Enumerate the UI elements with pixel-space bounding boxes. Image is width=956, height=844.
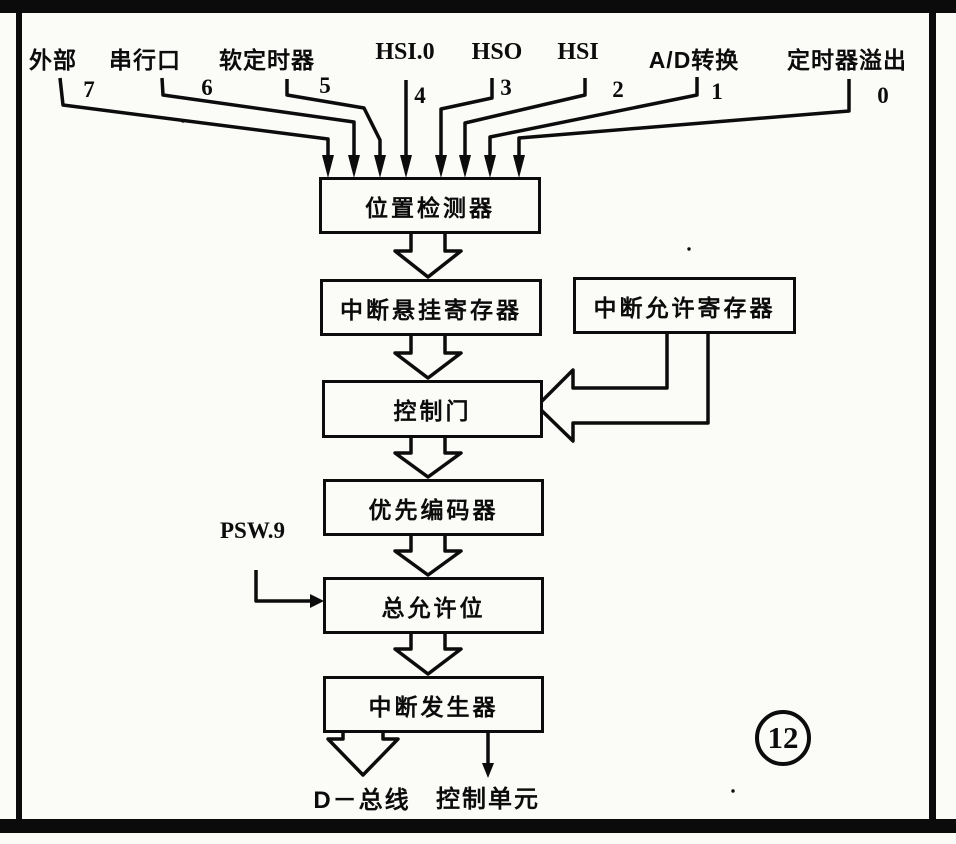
- source-label-timer-overflow: 定时器溢出: [787, 47, 907, 73]
- frame-bottom-border: [0, 819, 956, 833]
- vector-number-5: 5: [319, 73, 331, 98]
- source-label-ad-convert: A/D转换: [648, 47, 740, 73]
- control-unit-arrowhead: [482, 763, 494, 778]
- arrowhead-4: [400, 155, 412, 178]
- arrowhead-1: [484, 155, 496, 178]
- funnel-line-1: [488, 77, 699, 164]
- source-label-hsi0: HSI.0: [375, 39, 435, 65]
- box-control-gate: 控制门: [322, 380, 543, 438]
- block-arrow-generator-to-dbus: [326, 726, 400, 777]
- funnel-line-2: [463, 78, 587, 164]
- arrowhead-5: [374, 155, 386, 178]
- figure-number-circle: [755, 710, 811, 766]
- figure-number: 12: [767, 720, 799, 755]
- psw9-label: PSW.9: [220, 518, 285, 543]
- source-label-soft-timer: 软定时器: [219, 47, 315, 73]
- funnel-line-7: [58, 77, 330, 164]
- block-arrow-pending-to-gate: [393, 329, 463, 380]
- arrowhead-6: [348, 155, 360, 178]
- psw9-line: [254, 570, 312, 603]
- frame-left-border: [16, 3, 22, 833]
- psw9-arrowhead: [310, 594, 324, 608]
- source-label-hso: HSO: [471, 39, 523, 65]
- box-interrupt-enable-register: 中断允许寄存器: [573, 277, 796, 334]
- funnel-line-5: [285, 79, 382, 164]
- vector-number-4: 4: [414, 83, 426, 108]
- funnel-line-3: [439, 78, 494, 164]
- vector-number-6: 6: [201, 75, 213, 100]
- arrowhead-2: [459, 155, 471, 178]
- output-label-control-unit: 控制单元: [436, 786, 540, 813]
- scan-speckle: [687, 247, 691, 251]
- funnel-line-0: [517, 79, 851, 164]
- vector-number-3: 3: [500, 75, 512, 100]
- arrowhead-7: [322, 155, 334, 178]
- output-label-d-bus: D－总线: [313, 787, 411, 814]
- box-priority-encoder: 优先编码器: [323, 479, 544, 536]
- source-label-external: 外部: [29, 47, 77, 73]
- vector-number-2: 2: [612, 77, 624, 102]
- arrowhead-3: [435, 155, 447, 178]
- frame-top-border: [0, 0, 956, 13]
- box-interrupt-pending-register: 中断悬挂寄存器: [320, 279, 542, 336]
- box-bit-detector: 位置检测器: [319, 177, 541, 234]
- box-global-enable-bit: 总允许位: [323, 577, 544, 634]
- block-arrow-enable-bit-to-generator: [393, 627, 463, 676]
- funnel-line-6: [160, 77, 356, 164]
- block-arrow-enable-register-to-gate: [535, 326, 710, 443]
- scan-speckle: [181, 119, 185, 123]
- vector-number-1: 1: [711, 79, 723, 104]
- vector-number-0: 0: [877, 83, 889, 108]
- block-arrow-encoder-to-enable-bit: [393, 529, 463, 577]
- scan-speckle: [731, 789, 735, 793]
- frame-right-border: [929, 3, 936, 833]
- source-label-hsi: HSI: [557, 39, 599, 65]
- vector-number-7: 7: [83, 77, 95, 102]
- arrowhead-0: [513, 155, 525, 178]
- source-label-serial-port: 串行口: [109, 47, 181, 73]
- box-interrupt-generator: 中断发生器: [323, 676, 544, 733]
- block-arrow-gate-to-encoder: [393, 431, 463, 479]
- block-arrow-detector-to-pending: [393, 226, 463, 279]
